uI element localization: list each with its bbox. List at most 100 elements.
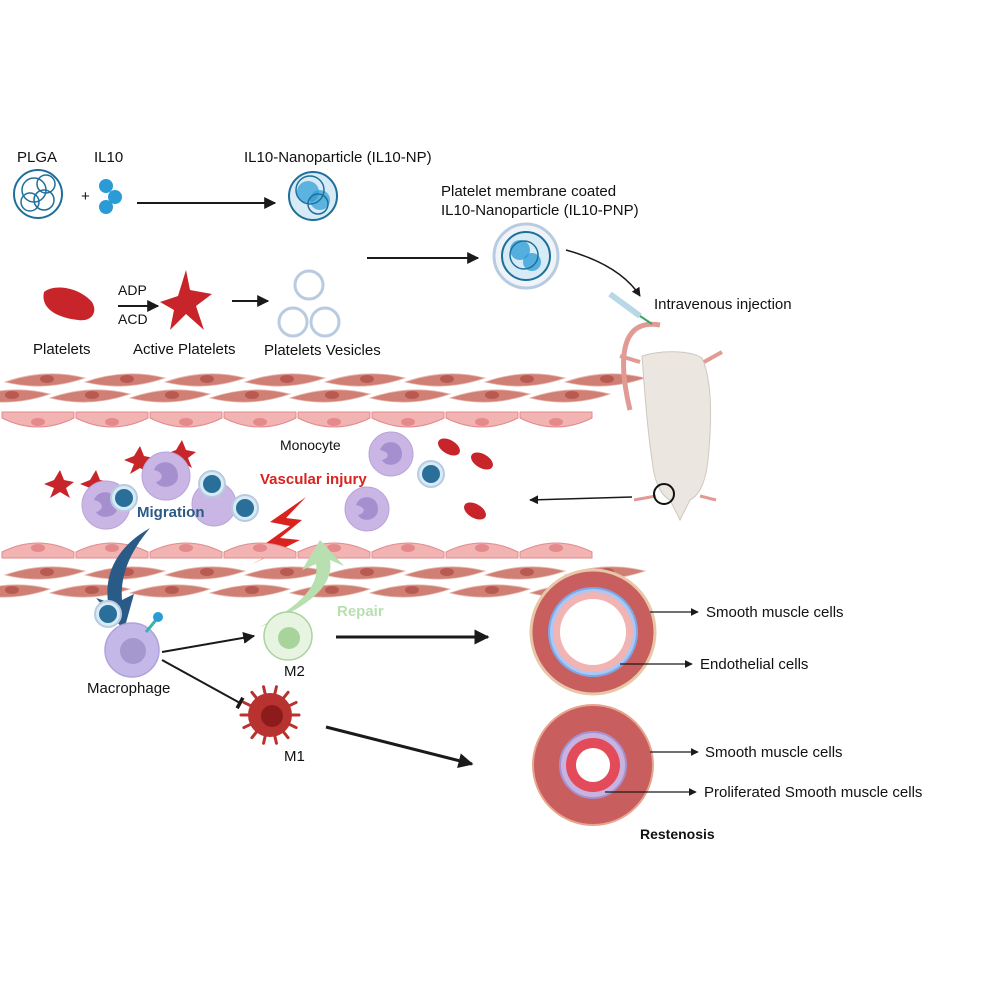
healthy-ec-label: Endothelial cells (700, 656, 809, 673)
smooth-muscle-cell (288, 389, 372, 403)
smooth-muscle-cell (83, 373, 167, 387)
resten-smc-label: Smooth muscle cells (705, 744, 843, 761)
smooth-muscle-cell (128, 389, 212, 403)
platelet-vesicles (277, 269, 341, 338)
endothelial-cell (519, 542, 593, 559)
smooth-muscle-cell (563, 373, 647, 387)
endothelial-cell (75, 411, 149, 428)
arrow-m1-to-restenosis (325, 725, 474, 768)
il10-label: IL10 (94, 149, 124, 166)
il10-np-label: IL10-Nanoparticle (IL10-NP) (244, 149, 432, 166)
smooth-muscle-cell (3, 566, 87, 580)
plus-sign: + (81, 188, 90, 205)
smooth-muscle-cell (368, 389, 452, 403)
platelets-label: Platelets (33, 341, 91, 358)
smooth-muscle-cell (128, 584, 212, 598)
smooth-muscle-cell (208, 584, 292, 598)
syringe-icon (608, 291, 653, 325)
plga-particle (13, 169, 63, 219)
il10-pnp-particle (492, 222, 560, 290)
smooth-muscle-cell (323, 566, 407, 580)
restenosis-vessel (532, 704, 654, 826)
smooth-muscle-cell (243, 373, 327, 387)
smooth-muscle-cell (448, 389, 532, 403)
vascular-injury-label: Vascular injury (260, 471, 367, 488)
restenosis-label: Restenosis (640, 826, 715, 842)
m1-spike (250, 690, 260, 701)
smooth-muscle-cell (483, 373, 567, 387)
smooth-muscle-cell (368, 584, 452, 598)
platelet (43, 287, 95, 321)
endothelial-cell (519, 411, 593, 428)
m2-cell (263, 611, 313, 661)
endothelial-cell (445, 411, 519, 428)
lower-endothelium (1, 542, 593, 559)
macrophage-cell (94, 600, 163, 678)
m1-cell (239, 685, 301, 745)
macrophage-label: Macrophage (87, 680, 171, 697)
il10-np-particle (288, 171, 338, 221)
m1-spike (280, 729, 290, 740)
arrow-mouse-to-vessel (529, 495, 633, 505)
smooth-muscle-cell (0, 389, 52, 403)
endothelial-cell (445, 542, 519, 559)
endothelial-cell (149, 542, 223, 559)
m1-spike (280, 690, 290, 701)
endothelial-cell (1, 411, 75, 428)
m1-spike (272, 732, 278, 745)
smooth-muscle-cell (208, 389, 292, 403)
smooth-muscle-cell (163, 373, 247, 387)
m1-spike (286, 700, 298, 708)
smooth-muscle-cell (528, 389, 612, 403)
m1-spike (250, 729, 260, 740)
m1-spike (242, 700, 254, 708)
red-blood-cells (438, 438, 493, 520)
smooth-muscle-cell (448, 584, 532, 598)
mouse-illustration (619, 321, 723, 522)
m1-spike (272, 685, 278, 698)
smooth-muscle-cell (288, 584, 372, 598)
adp-label: ADP (118, 282, 147, 298)
pnp-label-line2: IL10-Nanoparticle (IL10-PNP) (441, 202, 639, 219)
m1-spike (262, 732, 268, 745)
m1-spike (242, 722, 254, 730)
active-platelet (160, 270, 212, 330)
monocyte (81, 431, 414, 532)
endothelial-cell (297, 411, 371, 428)
smooth-muscle-cell (323, 373, 407, 387)
m1-label: M1 (284, 748, 305, 765)
smooth-muscle-cell (3, 373, 87, 387)
endothelial-cell (1, 542, 75, 559)
lumen-pnp-particles (110, 460, 445, 522)
inhibit-to-m1 (161, 659, 245, 710)
repair-label: Repair (337, 603, 384, 620)
m1-spike (262, 685, 268, 698)
endothelial-cell (149, 411, 223, 428)
monocyte-label: Monocyte (280, 437, 341, 453)
smooth-muscle-cell (48, 389, 132, 403)
active-platelets-label: Active Platelets (133, 341, 236, 358)
arrow-to-m2 (161, 631, 256, 653)
arrow-to-injection (565, 249, 641, 297)
upper-smooth-muscle-layer (0, 373, 647, 403)
acd-label: ACD (118, 311, 148, 327)
smooth-muscle-cell (483, 566, 567, 580)
healthy-vessel (529, 568, 657, 696)
resten-prolif-label: Proliferated Smooth muscle cells (704, 784, 923, 801)
migration-label: Migration (137, 504, 205, 521)
endothelial-cell (371, 411, 445, 428)
il10-molecule (99, 179, 122, 214)
pnp-label-line1: Platelet membrane coated (441, 183, 617, 200)
plga-label: PLGA (17, 149, 58, 166)
endothelial-cell (223, 542, 297, 559)
smooth-muscle-cell (243, 566, 327, 580)
smooth-muscle-cell (403, 566, 487, 580)
smooth-muscle-cell (163, 566, 247, 580)
upper-endothelium (1, 411, 593, 428)
smooth-muscle-cell (403, 373, 487, 387)
m2-label: M2 (284, 663, 305, 680)
injection-label: Intravenous injection (654, 296, 792, 313)
platelets-vesicles-label: Platelets Vesicles (264, 342, 381, 359)
m1-spike (286, 722, 298, 730)
healthy-smc-label: Smooth muscle cells (706, 604, 844, 621)
